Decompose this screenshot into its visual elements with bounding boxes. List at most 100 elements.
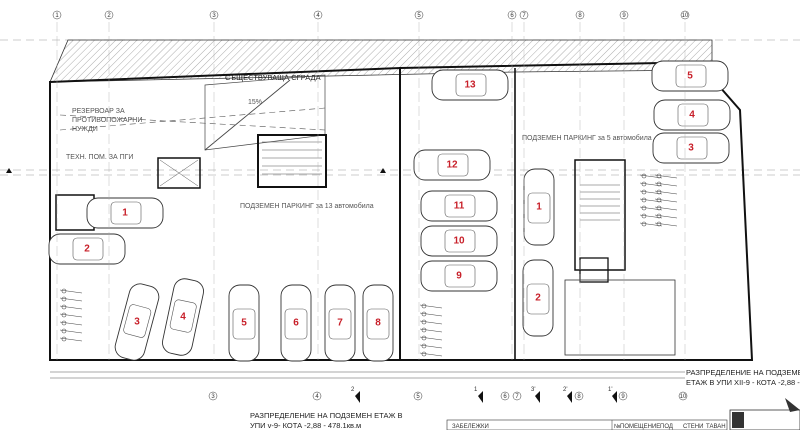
parking-spot-number: 1	[536, 202, 542, 213]
reservoir-label-1: РЕЗЕРВОАР ЗА	[72, 108, 125, 115]
axis-label: 6	[503, 394, 507, 400]
parking-spot-number: 13	[464, 80, 476, 91]
axis-marker	[104, 10, 114, 20]
axis-marker	[678, 391, 688, 401]
caption-right-1: РАЗПРЕДЕЛЕНИЕ НА ПОДЗЕМЕН	[686, 368, 800, 377]
parking-spot-number: 6	[293, 318, 299, 329]
parking-spot-number: 9	[456, 271, 462, 282]
parking-spot-number: 10	[453, 236, 465, 247]
axis-label: 10	[682, 13, 689, 19]
notes-label: ЗАБЕЛЕЖКИ	[452, 424, 489, 430]
col-walls: СТЕНИ	[683, 424, 703, 430]
axis-label: 7	[522, 13, 526, 19]
parking-spot-number: 8	[375, 318, 381, 329]
caption-left-1: РАЗПРЕДЕЛЕНИЕ НА ПОДЗЕМЕН ЕТАЖ В	[250, 411, 403, 420]
caption-left-2: УПИ v-9- КОТА -2,88 - 478.1кв.м	[250, 421, 361, 430]
col-no: №	[614, 423, 620, 430]
parking-spot-number: 2	[535, 293, 541, 304]
section-label: 2'	[563, 387, 567, 393]
parked-car-right: 3	[652, 132, 730, 164]
parked-car-left: 8	[362, 284, 394, 362]
axis-marker	[512, 391, 522, 401]
axis-marker	[52, 10, 62, 20]
axis-label: 4	[315, 394, 319, 400]
parking-spot-number: 4	[180, 312, 186, 323]
axis-marker	[519, 10, 529, 20]
parking-spot-number: 11	[454, 201, 465, 212]
section-label: 3'	[531, 387, 535, 393]
parked-car-left: 2	[48, 233, 126, 265]
parking-spot-number: 5	[687, 71, 693, 82]
axis-label: 3	[212, 13, 216, 19]
stair-core-right	[574, 159, 626, 271]
section-label: 1'	[608, 387, 612, 393]
axis-label: 1	[55, 13, 59, 19]
col-room: ПОМЕЩЕНИЕ	[620, 424, 660, 430]
ramp	[204, 74, 326, 151]
parked-car-left: 13	[431, 69, 509, 101]
axis-label: 8	[577, 394, 581, 400]
parked-car-right: 2	[522, 259, 554, 337]
axis-marker	[500, 391, 510, 401]
axis-marker	[209, 10, 219, 20]
axis-label: 2	[107, 13, 111, 19]
axis-marker	[574, 391, 584, 401]
axis-marker	[414, 10, 424, 20]
section-label: 1	[474, 387, 478, 393]
slope-label: 15%	[248, 99, 262, 106]
parking-spot-number: 4	[689, 110, 695, 121]
section-mark	[612, 391, 617, 403]
parked-car-right: 4	[653, 99, 731, 131]
parked-car-left: 9	[420, 260, 498, 292]
parking-spot-number: 2	[84, 244, 90, 255]
axis-label: 5	[417, 13, 421, 19]
title-block: ЗАБЕЛЕЖКИ № ПОМЕЩЕНИЕ ПОД СТЕНИ ТАВАН	[446, 409, 800, 430]
axis-label: 7	[515, 394, 519, 400]
parked-car-left: 10	[420, 225, 498, 257]
elevator-left	[157, 157, 201, 189]
axis-label: 4	[316, 13, 320, 19]
axis-label: 3	[211, 394, 215, 400]
axis-label: 9	[622, 13, 626, 19]
axis-marker	[507, 10, 517, 20]
reservoir-label-3: НУЖДИ	[72, 126, 98, 133]
parked-car-left: 6	[280, 284, 312, 362]
axis-marker	[313, 10, 323, 20]
parked-car-right: 1	[523, 168, 555, 246]
axis-label: 8	[578, 13, 582, 19]
stair-core-left	[257, 134, 327, 188]
parking-spot-number: 3	[134, 317, 140, 328]
tech-room-label: ТЕХН. ПОМ. ЗА ПГИ	[66, 154, 133, 161]
axis-label: 6	[510, 13, 514, 19]
axis-label: 9	[621, 394, 625, 400]
parking-left-label: ПОДЗЕМЕН ПАРКИНГ за 13 автомобила	[240, 202, 374, 210]
section-mark	[567, 391, 572, 403]
parking-spot-number: 1	[122, 208, 128, 219]
axis-marker	[575, 10, 585, 20]
section-label: 2	[351, 387, 355, 393]
parked-car-left: 4	[162, 278, 204, 356]
parked-car-left: 5	[228, 284, 260, 362]
axis-marker	[413, 391, 423, 401]
axis-label: 5	[416, 394, 420, 400]
caption-right-2: ЕТАЖ В УПИ XII-9 - КОТА -2,88 - 206.7кв.…	[686, 378, 800, 387]
parked-car-left: 12	[413, 149, 491, 181]
axis-marker	[680, 10, 690, 20]
parking-spot-number: 5	[241, 318, 247, 329]
section-mark	[355, 391, 360, 403]
axis-label: 10	[680, 394, 687, 400]
parked-car-left: 11	[420, 190, 498, 222]
section-mark	[535, 391, 540, 403]
parked-car-left: 1	[86, 197, 164, 229]
axis-marker	[312, 391, 322, 401]
existing-building-label: СЪЩЕСТВУВАЩА СГРАДА	[225, 73, 321, 82]
parked-car-left: 3	[114, 283, 160, 361]
section-mark	[478, 391, 483, 403]
axis-marker	[618, 391, 628, 401]
parking-spot-number: 7	[337, 318, 343, 329]
col-floor: ПОД	[660, 424, 673, 430]
parking-spot-number: 12	[446, 160, 458, 171]
col-ceiling: ТАВАН	[706, 424, 726, 430]
